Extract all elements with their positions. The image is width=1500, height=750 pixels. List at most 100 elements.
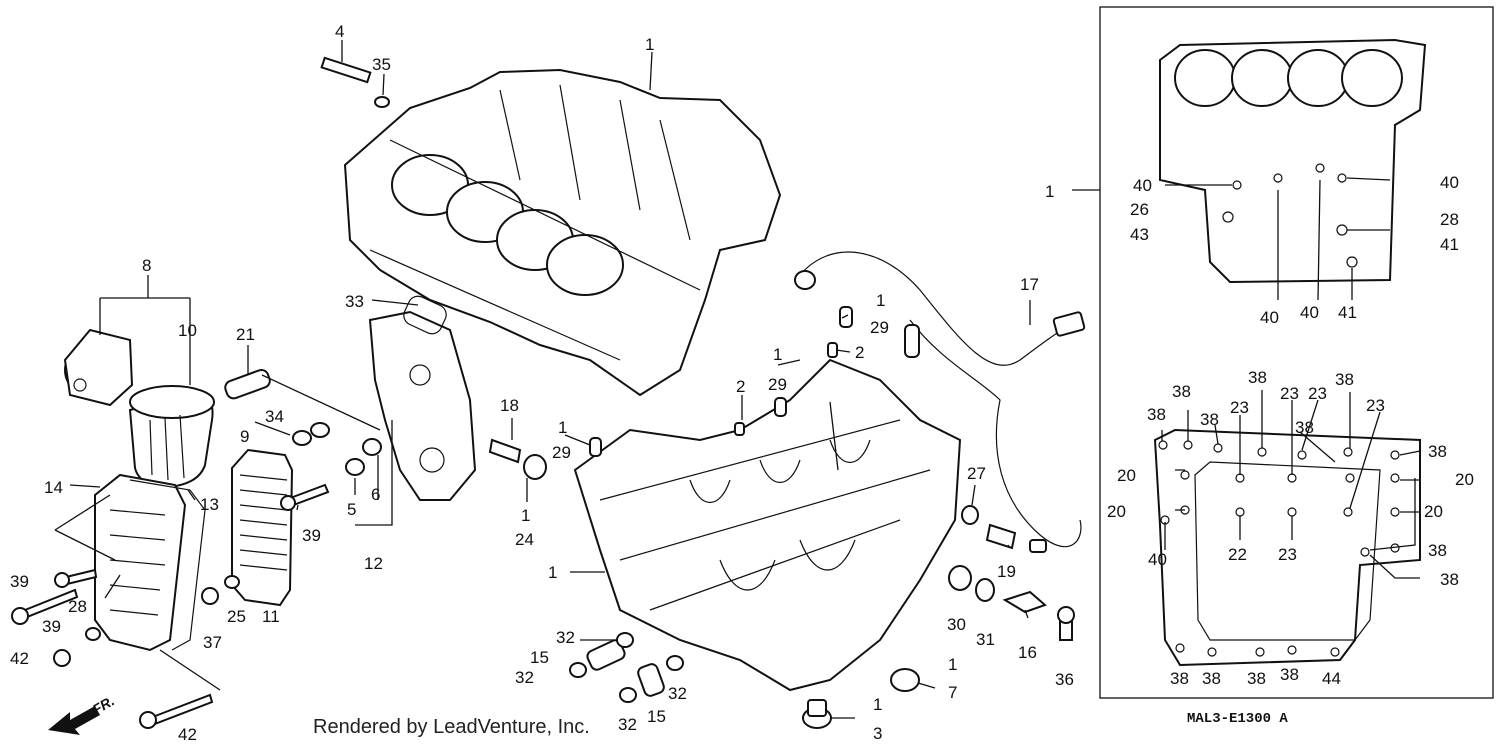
callout-38[interactable]: 38 <box>1170 669 1189 688</box>
oil-filter[interactable] <box>128 385 215 489</box>
washer-31[interactable] <box>975 578 995 602</box>
callout-38[interactable]: 38 <box>1202 669 1221 688</box>
clamp-16[interactable] <box>1002 590 1047 614</box>
callout-40[interactable]: 40 <box>1260 308 1279 327</box>
dowel-29-left[interactable] <box>589 437 602 457</box>
callout-1[interactable]: 1 <box>948 655 957 674</box>
callout-12[interactable]: 12 <box>364 554 383 573</box>
callout-3[interactable]: 3 <box>873 724 882 743</box>
washer-32-a[interactable] <box>616 632 634 648</box>
callout-24[interactable]: 24 <box>515 530 534 549</box>
callout-4[interactable]: 4 <box>335 22 344 41</box>
callout-38[interactable]: 38 <box>1172 382 1191 401</box>
bolt-39-upper[interactable] <box>280 483 330 511</box>
o-ring-34[interactable] <box>310 422 330 438</box>
callout-39[interactable]: 39 <box>10 572 29 591</box>
callout-32[interactable]: 32 <box>556 628 575 647</box>
inset-lower-case[interactable] <box>1153 428 1421 667</box>
callout-40[interactable]: 40 <box>1133 176 1152 195</box>
plug-7[interactable] <box>890 668 920 692</box>
callout-10[interactable]: 10 <box>178 321 197 340</box>
callout-22[interactable]: 22 <box>1228 545 1247 564</box>
callout-1[interactable]: 1 <box>876 291 885 310</box>
callout-28[interactable]: 28 <box>68 597 87 616</box>
bolt-39-a[interactable] <box>54 568 98 588</box>
callout-25[interactable]: 25 <box>227 607 246 626</box>
callout-21[interactable]: 21 <box>236 325 255 344</box>
callout-5[interactable]: 5 <box>347 500 356 519</box>
callout-32[interactable]: 32 <box>618 715 637 734</box>
callout-28[interactable]: 28 <box>1440 210 1459 229</box>
callout-39[interactable]: 39 <box>302 526 321 545</box>
dowel-2-mid[interactable] <box>734 422 745 436</box>
callout-41[interactable]: 41 <box>1338 303 1357 322</box>
callout-33[interactable]: 33 <box>345 292 364 311</box>
upper-crankcase[interactable] <box>343 68 782 397</box>
lower-crankcase[interactable] <box>573 358 962 692</box>
washer-27[interactable] <box>961 505 979 525</box>
inset-upper-case[interactable] <box>1159 38 1427 284</box>
callout-2[interactable]: 2 <box>855 343 864 362</box>
callout-11[interactable]: 11 <box>262 607 280 626</box>
callout-7[interactable]: 7 <box>948 683 957 702</box>
nipple-15-lower[interactable] <box>636 662 665 697</box>
callout-44[interactable]: 44 <box>1322 669 1341 688</box>
plug-5[interactable] <box>345 458 365 476</box>
callout-1[interactable]: 1 <box>1045 182 1054 201</box>
callout-23[interactable]: 23 <box>1308 384 1327 403</box>
callout-38[interactable]: 38 <box>1147 405 1166 424</box>
dowel-2-top[interactable] <box>827 342 838 358</box>
collar-30[interactable] <box>948 565 972 591</box>
bolt-42-a[interactable] <box>11 588 79 625</box>
callout-38[interactable]: 38 <box>1428 541 1447 560</box>
callout-17[interactable]: 17 <box>1020 275 1039 294</box>
callout-42[interactable]: 42 <box>178 725 197 744</box>
bolt-37[interactable] <box>201 587 219 605</box>
oil-pump-body[interactable] <box>368 293 477 501</box>
dowel-29-mid[interactable] <box>774 397 787 417</box>
callout-38[interactable]: 38 <box>1247 669 1266 688</box>
callout-23[interactable]: 23 <box>1366 396 1385 415</box>
callout-20[interactable]: 20 <box>1455 470 1474 489</box>
callout-40[interactable]: 40 <box>1440 173 1459 192</box>
sensor-19[interactable] <box>985 523 1017 550</box>
callout-6[interactable]: 6 <box>371 485 380 504</box>
callout-40[interactable]: 40 <box>1148 550 1167 569</box>
callout-20[interactable]: 20 <box>1424 502 1443 521</box>
switch-24[interactable] <box>523 454 547 480</box>
callout-29[interactable]: 29 <box>552 443 571 462</box>
callout-29[interactable]: 29 <box>768 375 787 394</box>
bolt-39-b[interactable] <box>53 627 101 667</box>
callout-15[interactable]: 15 <box>647 707 666 726</box>
callout-1[interactable]: 1 <box>645 35 654 54</box>
sensor-18[interactable] <box>488 438 522 464</box>
callout-16[interactable]: 16 <box>1018 643 1037 662</box>
callout-8[interactable]: 8 <box>142 256 151 275</box>
washer-25[interactable] <box>224 575 240 589</box>
callout-37[interactable]: 37 <box>203 633 222 652</box>
callout-13[interactable]: 13 <box>200 495 219 514</box>
callout-39[interactable]: 39 <box>42 617 61 636</box>
washer-32-c[interactable] <box>666 655 684 671</box>
callout-19[interactable]: 19 <box>997 562 1016 581</box>
callout-32[interactable]: 32 <box>668 684 687 703</box>
callout-38[interactable]: 38 <box>1428 442 1447 461</box>
callout-1[interactable]: 1 <box>521 506 530 525</box>
callout-23[interactable]: 23 <box>1280 384 1299 403</box>
callout-23[interactable]: 23 <box>1230 398 1249 417</box>
dowel-29-top[interactable] <box>839 306 853 328</box>
bolt-36[interactable] <box>1057 606 1075 641</box>
fitting-21[interactable] <box>223 368 271 400</box>
wire-harness[interactable] <box>794 251 1086 553</box>
callout-38[interactable]: 38 <box>1248 368 1267 387</box>
callout-42[interactable]: 42 <box>10 649 29 668</box>
callout-35[interactable]: 35 <box>372 55 391 74</box>
washer-32-b[interactable] <box>569 662 587 678</box>
callout-34[interactable]: 34 <box>265 407 284 426</box>
callout-1[interactable]: 1 <box>873 695 882 714</box>
callout-43[interactable]: 43 <box>1130 225 1149 244</box>
stud-bolt-4[interactable] <box>320 56 372 84</box>
collar-9[interactable] <box>292 430 312 446</box>
callout-1[interactable]: 1 <box>773 345 782 364</box>
callout-20[interactable]: 20 <box>1107 502 1126 521</box>
